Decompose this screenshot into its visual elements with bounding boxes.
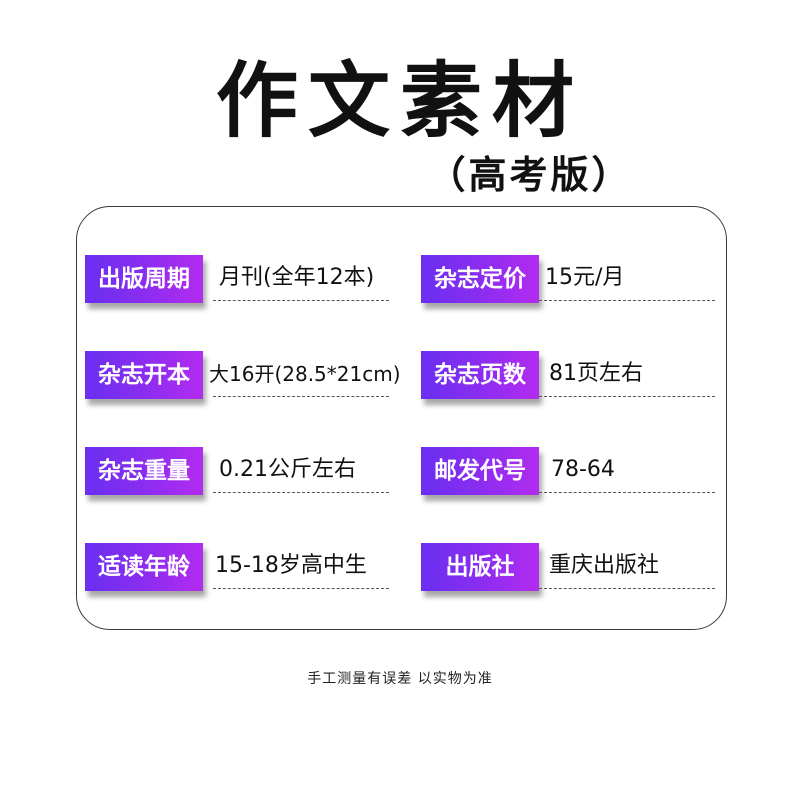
info-row-publication-cycle: 出版周期 月刊(全年12本): [85, 255, 389, 317]
info-row-weight: 杂志重量 0.21公斤左右: [85, 447, 389, 509]
value-weight: 0.21公斤左右: [219, 457, 356, 482]
label-publication-cycle: 出版周期: [85, 255, 203, 303]
label-reader-age: 适读年龄: [85, 543, 203, 591]
value-publisher: 重庆出版社: [549, 553, 660, 578]
info-row-reader-age: 适读年龄 15-18岁高中生: [85, 543, 389, 605]
dashed-underline: [213, 492, 389, 493]
info-row-postal-code: 邮发代号 78-64: [421, 447, 721, 509]
info-row-publisher: 出版社 重庆出版社: [421, 543, 721, 605]
page-title: 作文素材: [215, 54, 584, 149]
value-publication-cycle: 月刊(全年12本): [219, 265, 375, 290]
dashed-underline: [539, 396, 715, 397]
info-card: 出版周期 月刊(全年12本) 杂志定价 15元/月 杂志开本 大16开(28.5…: [76, 206, 727, 630]
label-publisher: 出版社: [421, 543, 539, 591]
info-row-format: 杂志开本 大16开(28.5*21cm): [85, 351, 401, 413]
dashed-underline: [213, 588, 389, 589]
value-reader-age: 15-18岁高中生: [215, 553, 367, 578]
value-pages: 81页左右: [549, 361, 643, 386]
info-row-price: 杂志定价 15元/月: [421, 255, 721, 317]
dashed-underline: [539, 300, 715, 301]
page-subtitle: （高考版）: [427, 153, 633, 197]
label-weight: 杂志重量: [85, 447, 203, 495]
value-format: 大16开(28.5*21cm): [209, 362, 401, 386]
label-pages: 杂志页数: [421, 351, 539, 399]
value-postal-code: 78-64: [551, 457, 615, 482]
label-postal-code: 邮发代号: [421, 447, 539, 495]
value-price: 15元/月: [545, 265, 625, 290]
dashed-underline: [539, 588, 715, 589]
dashed-underline: [213, 300, 389, 301]
info-row-pages: 杂志页数 81页左右: [421, 351, 721, 413]
label-format: 杂志开本: [85, 351, 203, 399]
label-price: 杂志定价: [421, 255, 539, 303]
footer-note: 手工测量有误差 以实物为准: [307, 671, 493, 687]
dashed-underline: [213, 396, 389, 397]
dashed-underline: [539, 492, 715, 493]
